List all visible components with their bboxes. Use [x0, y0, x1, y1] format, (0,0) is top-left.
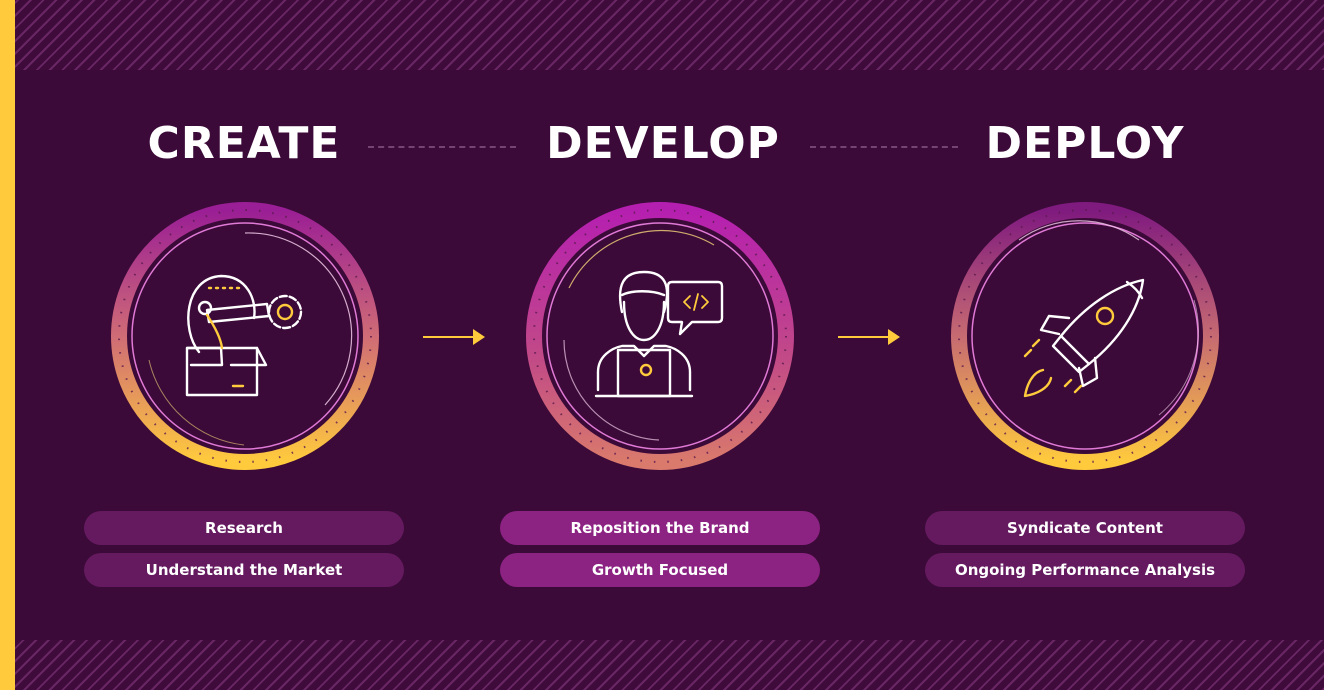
create-item-2: Understand the Market — [84, 553, 404, 587]
deploy-ring — [951, 202, 1219, 470]
rocket-icon — [1023, 278, 1145, 398]
arrow-right-icon — [423, 329, 485, 345]
top-stripe-band — [15, 0, 1324, 70]
develop-ring — [526, 202, 794, 470]
stage-title-create: CREATE — [147, 118, 341, 169]
develop-item-1: Reposition the Brand — [500, 511, 820, 545]
bottom-stripe-band — [15, 640, 1324, 690]
dashed-connector-2 — [810, 146, 958, 148]
stage-title-develop: DEVELOP — [546, 118, 780, 169]
develop-item-2: Growth Focused — [500, 553, 820, 587]
left-accent-bar — [0, 0, 15, 690]
lightbulb-box-gear-icon — [185, 274, 303, 397]
arrow-right-icon — [838, 329, 900, 345]
developer-laptop-code-icon — [594, 270, 724, 398]
deploy-item-2: Ongoing Performance Analysis — [925, 553, 1245, 587]
stage-title-deploy: DEPLOY — [985, 118, 1185, 169]
create-item-1: Research — [84, 511, 404, 545]
deploy-item-1: Syndicate Content — [925, 511, 1245, 545]
dashed-connector-1 — [368, 146, 516, 148]
create-ring — [111, 202, 379, 470]
